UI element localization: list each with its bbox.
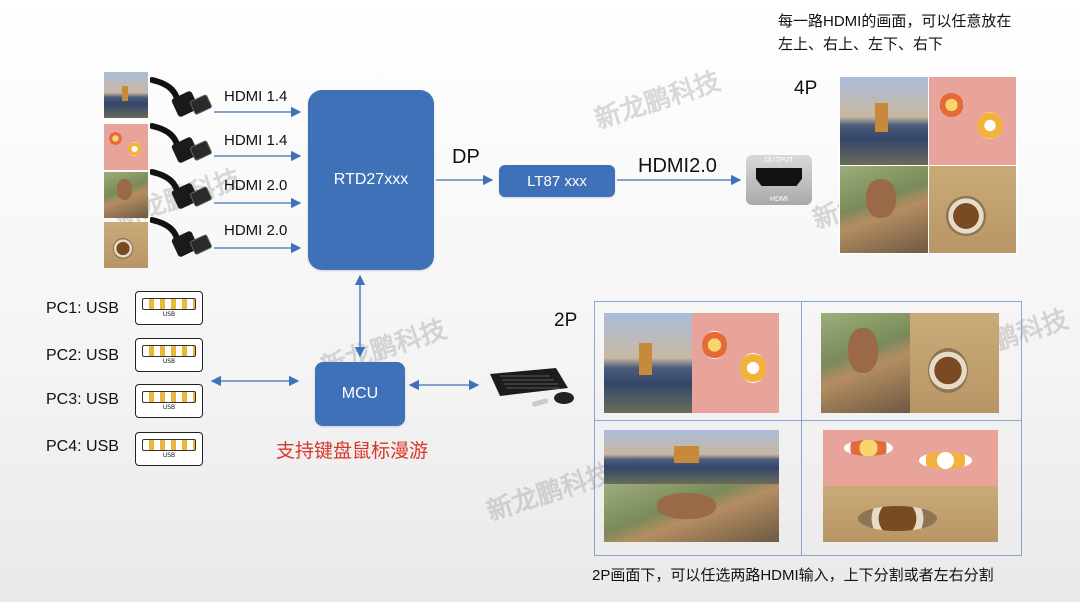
- 4p-thumb-lollipop: [929, 77, 1016, 165]
- 2p-thumb-lollipop: [823, 430, 998, 486]
- hdmi-port-icon: OUTPUT HDMI: [746, 155, 812, 205]
- 2p-thumb-man: [821, 313, 910, 413]
- port-slot: [756, 168, 802, 186]
- kvm-roaming-label: 支持键盘鼠标漫游: [276, 441, 429, 462]
- lt-chip-box: LT87 xxx: [499, 165, 615, 197]
- input-label-1: HDMI 1.4: [224, 88, 288, 105]
- keyboard-mouse-icon: [490, 368, 574, 407]
- hdmi-out-label: HDMI2.0: [638, 155, 717, 177]
- usb-port-icon: USB: [135, 291, 203, 325]
- usb-text: USB: [162, 404, 176, 411]
- hdmi-cable-icon: [150, 169, 212, 209]
- hdmi-cable-icon: [150, 123, 212, 163]
- 4p-screen: [839, 76, 1017, 254]
- usb-port-icon: USB: [135, 338, 203, 372]
- hdmi-cable-icon: [150, 77, 212, 117]
- usb-port-icon: USB: [135, 432, 203, 466]
- 2p-thumb-man: [604, 484, 779, 542]
- port-hdmi-text: HDMI: [770, 196, 788, 203]
- 2p-layout-lr-1: [604, 313, 779, 413]
- dp-label: DP: [452, 146, 480, 168]
- 2p-divider-horizontal: [595, 420, 1021, 421]
- input-label-3: HDMI 2.0: [224, 177, 288, 194]
- 4p-thumb-food: [929, 166, 1016, 253]
- port-output-text: OUTPUT: [764, 157, 794, 164]
- 4p-thumb-man: [840, 166, 928, 253]
- mcu-box: MCU: [315, 362, 405, 426]
- 2p-thumb-food: [910, 313, 999, 413]
- input-thumb-food: [104, 222, 148, 268]
- 2p-thumb-city: [604, 313, 692, 413]
- usb-text: USB: [162, 452, 176, 459]
- 2p-layout-tb-2: [823, 430, 998, 542]
- input-label-2: HDMI 1.4: [224, 132, 288, 149]
- 2p-thumb-food: [823, 486, 998, 542]
- 2p-divider-vertical: [801, 302, 802, 555]
- input-thumb-lollipop: [104, 124, 148, 170]
- usb-text: USB: [162, 311, 176, 318]
- 2p-layout-tb-1: [604, 430, 779, 542]
- 2p-label: 2P: [554, 310, 578, 331]
- input-thumb-man: [104, 172, 148, 218]
- pc3-label: PC3: USB: [46, 391, 119, 408]
- 2p-note: 2P画面下，可以任选两路HDMI输入，上下分割或者左右分割: [592, 567, 994, 584]
- rtd-chip-box: RTD27xxx: [308, 90, 434, 270]
- hdmi-cable-icon: [150, 217, 212, 257]
- pc1-label: PC1: USB: [46, 300, 119, 317]
- input-label-4: HDMI 2.0: [224, 222, 288, 239]
- 4p-note: 每一路HDMI的画面，可以任意放在左上、右上、左下、右下: [778, 13, 1012, 53]
- pc2-label: PC2: USB: [46, 347, 119, 364]
- usb-port-icon: USB: [135, 384, 203, 418]
- usb-text: USB: [162, 358, 176, 365]
- pc4-label: PC4: USB: [46, 438, 119, 455]
- input-thumb-city: [104, 72, 148, 118]
- 4p-thumb-city: [840, 77, 928, 165]
- 2p-frame: [594, 301, 1022, 556]
- 4p-label: 4P: [794, 78, 818, 99]
- 2p-thumb-lollipop: [692, 313, 779, 413]
- 2p-layout-lr-2: [821, 313, 999, 413]
- 2p-thumb-city: [604, 430, 779, 484]
